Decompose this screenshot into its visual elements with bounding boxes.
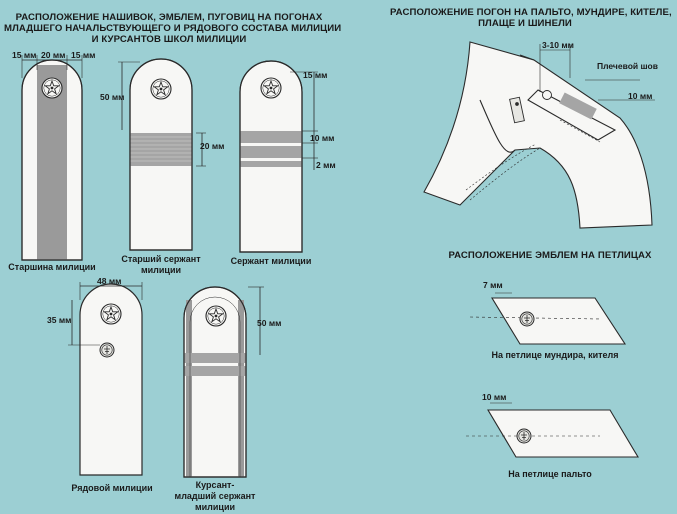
dim-15-right: 15 мм [71, 50, 96, 60]
dim-2-gap: 2 мм [316, 160, 336, 170]
kursant-star-icon [205, 305, 227, 327]
st-serzhant-star-icon [150, 78, 172, 100]
coat-shoulder-drawing [423, 41, 655, 229]
dim-15-top: 15 мм [303, 70, 328, 80]
board-st-serzhant [118, 58, 206, 251]
st-serzhant-wide-stripe [130, 133, 192, 166]
title-tabs-text: РАСПОЛОЖЕНИЕ ЭМБЛЕМ НА ПЕТЛИЦАХ [448, 250, 652, 261]
starshina-star-icon [41, 77, 63, 99]
title-right-line-1: РАСПОЛОЖЕНИЕ ПОГОН НА ПАЛЬТО, МУНДИРЕ, К… [390, 7, 672, 18]
caption-tab-mundir: На петлице мундира, кителя [491, 350, 619, 360]
ryadovoy-star-icon [100, 303, 122, 325]
board-ryadovoy [68, 282, 143, 476]
dim-15-left: 15 мм [12, 50, 37, 60]
dim-35-button: 35 мм [47, 315, 72, 325]
ryadovoy-button-icon [99, 342, 115, 358]
dim-50-kursant: 50 мм [257, 318, 282, 328]
label-shoulder-seam: Плечевой шов [597, 61, 658, 71]
board-kursant [183, 286, 264, 478]
tab-palto [466, 402, 639, 458]
caption-kursant-line-2: младший сержант [174, 491, 256, 501]
dim-7-tab: 7 мм [483, 280, 503, 290]
board-starshina [21, 55, 83, 261]
dim-3-10: 3-10 мм [542, 40, 574, 50]
dim-50-st-serzhant: 50 мм [100, 92, 125, 102]
dim-10-tab: 10 мм [482, 392, 507, 402]
caption-starshina: Старшина милиции [8, 262, 96, 272]
dim-20-center: 20 мм [41, 50, 66, 60]
title-right-line-2: ПЛАЩЕ И ШИНЕЛИ [478, 18, 572, 29]
tab-mundir [469, 292, 627, 345]
dim-10-coat: 10 мм [628, 91, 653, 101]
caption-serzhant: Сержант милиции [230, 256, 312, 266]
tab-mundir-emblem-icon [519, 311, 535, 327]
title-left-line-3: И КУРСАНТОВ ШКОЛ МИЛИЦИИ [91, 34, 247, 45]
caption-st-serzhant: Старший сержант милиции [110, 254, 212, 276]
caption-st-serzhant-line-1: Старший сержант [121, 254, 201, 264]
caption-ryadovoy: Рядовой милиции [71, 483, 153, 493]
serzhant-star-icon [260, 77, 282, 99]
dim-48-width: 48 мм [97, 276, 122, 286]
tab-palto-emblem-icon [516, 428, 532, 444]
title-tabs: РАСПОЛОЖЕНИЕ ЭМБЛЕМ НА ПЕТЛИЦАХ [440, 250, 660, 261]
board-serzhant [239, 60, 318, 253]
dim-20-stripe: 20 мм [200, 141, 225, 151]
title-right: РАСПОЛОЖЕНИЕ ПОГОН НА ПАЛЬТО, МУНДИРЕ, К… [390, 7, 672, 29]
title-left: РАСПОЛОЖЕНИЕ НАШИВОК, ЭМБЛЕМ, ПУГОВИЦ НА… [4, 12, 342, 45]
caption-kursant-line-1: Курсант- [195, 480, 235, 490]
caption-kursant: Курсант- младший сержант милиции [165, 480, 265, 513]
dim-10-stripes: 10 мм [310, 133, 335, 143]
caption-st-serzhant-line-2: милиции [140, 265, 182, 275]
caption-tab-palto: На петлице пальто [508, 469, 592, 479]
caption-kursant-line-3: милиции [194, 502, 236, 512]
title-left-line-2: МЛАДШЕГО НАЧАЛЬСТВУЮЩЕГО И РЯДОВОГО СОСТ… [4, 23, 342, 34]
title-left-line-1: РАСПОЛОЖЕНИЕ НАШИВОК, ЭМБЛЕМ, ПУГОВИЦ НА… [15, 12, 323, 23]
